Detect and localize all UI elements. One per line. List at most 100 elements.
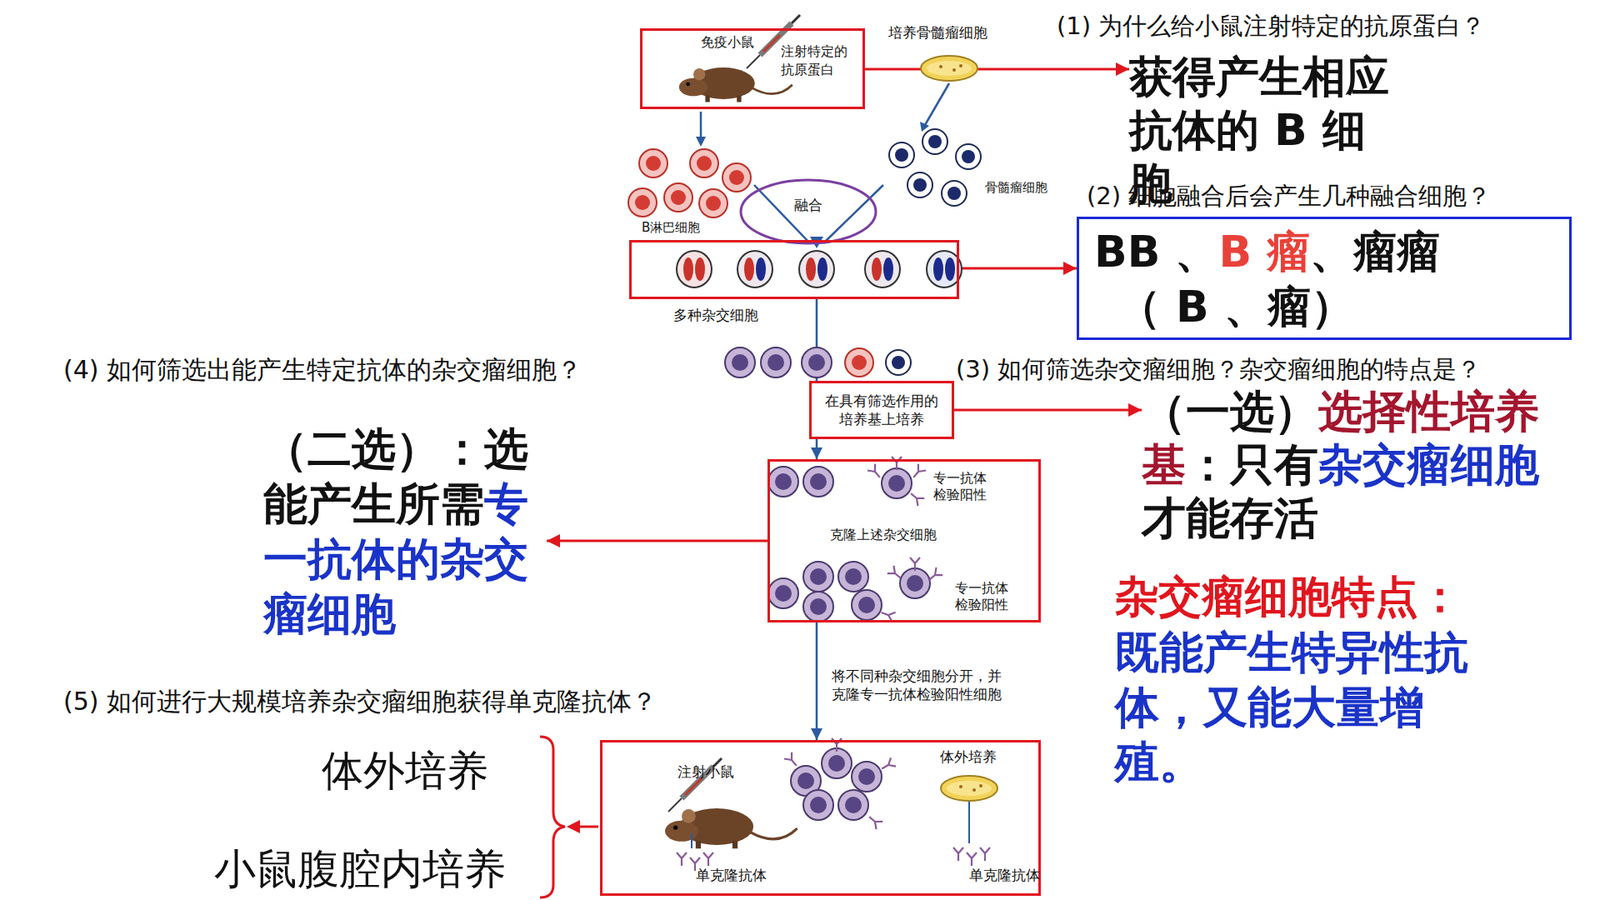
node-text: 注射小鼠	[677, 762, 761, 782]
b-cell	[639, 149, 668, 178]
fused-cell	[737, 250, 773, 288]
antibody	[910, 557, 920, 571]
fused-cell	[926, 250, 962, 288]
arrow-head	[695, 136, 706, 147]
answer-box: BB 、B 瘤、瘤瘤（ B 、瘤）	[1076, 216, 1572, 340]
step-note: 将不同种杂交细胞分开，并克隆专一抗体检验阳性细胞	[831, 666, 1011, 704]
answer-text: （二选）：选能产生所需专一抗体的杂交瘤细胞	[263, 421, 547, 643]
bracket	[540, 736, 565, 898]
antibody	[676, 852, 687, 866]
antibody	[910, 464, 926, 481]
myeloma-cell	[941, 180, 967, 206]
antibody	[966, 852, 977, 866]
antibody	[784, 752, 800, 770]
node-text: 在具有筛选作用的培养基上培养	[818, 391, 945, 429]
process-box: 多种杂交细胞	[629, 240, 960, 300]
node-text: （ B 、瘤）	[1094, 279, 1570, 335]
figure-label: B淋巴细胞	[641, 220, 700, 236]
myeloma-cell	[889, 142, 915, 168]
node-text: 单克隆抗体	[969, 865, 1070, 885]
hybrid-cell	[768, 578, 799, 609]
b-cell	[664, 183, 693, 212]
hybrid-cell	[790, 765, 821, 796]
node-text: 才能存活	[1141, 492, 1319, 544]
question-text: (4) 如何筛选出能产生特定抗体的杂交瘤细胞？	[63, 353, 582, 388]
connector-arrow	[815, 439, 819, 460]
hybrid-cell	[838, 790, 869, 820]
antibody	[879, 757, 896, 773]
antibody	[953, 847, 964, 861]
antibody	[980, 847, 990, 861]
question-text: (3) 如何筛选杂交瘤细胞？杂交瘤细胞的特点是？	[955, 353, 1481, 387]
arrow-head	[566, 820, 580, 834]
hybrid-cell	[851, 761, 882, 792]
question-text: (2) 细胞融合后会产生几种融合细胞？	[1086, 180, 1491, 214]
hybrid-cell	[851, 590, 882, 620]
hybrid-cell	[803, 591, 834, 622]
node-text: 注射特定的抗原蛋白	[780, 42, 858, 80]
myeloma-cell	[955, 144, 981, 170]
node-text: 克隆上述杂交细胞	[830, 526, 997, 545]
fused-cell	[676, 250, 712, 288]
culture-dish	[920, 55, 978, 81]
connector-arrow	[546, 540, 768, 543]
b-cell	[699, 189, 728, 218]
node-text: 单克隆抗体	[695, 865, 796, 885]
myeloma-cell	[922, 129, 948, 155]
node-text: 融合	[794, 195, 823, 215]
connector-arrow	[815, 622, 819, 740]
node-text: 杂交瘤细胞	[1318, 439, 1540, 490]
down-arrow	[968, 801, 970, 844]
hybrid-cell	[801, 347, 832, 378]
process-box: 免疫小鼠注射特定的抗原蛋白	[640, 28, 865, 110]
answer-text: 体外培养	[321, 743, 489, 800]
b-cell	[628, 188, 657, 217]
node-text: B 瘤	[1218, 226, 1310, 277]
hybrid-cell	[760, 347, 791, 378]
mouse-figure	[679, 67, 793, 102]
answer-text: （一选）选择性培养基：只有杂交瘤细胞才能存活	[1141, 385, 1559, 552]
figure-label: 培养骨髓瘤细胞	[888, 23, 988, 43]
process-box: 专一抗体检验阳性克隆上述杂交细胞专一抗体检验阳性	[767, 459, 1041, 623]
node-text: 多种杂交细胞	[673, 305, 857, 325]
mouse-figure	[665, 808, 798, 849]
answer-text: 小鼠腹腔内培养	[214, 841, 506, 898]
myeloma-cell	[885, 350, 911, 375]
ellipse-outline	[740, 180, 876, 244]
node-text: 免疫小鼠	[700, 34, 776, 52]
arrow-head	[920, 121, 930, 132]
hybrid-cell	[900, 568, 930, 599]
question-text: (5) 如何进行大规模培养杂交瘤细胞获得单克隆抗体？	[63, 685, 657, 720]
myeloma-cell	[907, 172, 933, 198]
bracket-arrow	[578, 825, 599, 829]
fusion-ellipse: 融合	[739, 178, 878, 245]
antibody	[879, 607, 895, 622]
figure-label: 骨髓瘤细胞	[985, 180, 1048, 196]
node-text: 专一抗体检验阳性	[955, 580, 1015, 614]
process-box: 在具有筛选作用的培养基上培养	[809, 380, 955, 440]
answer-heading: 杂交瘤细胞特点：	[1115, 570, 1462, 624]
hybrid-cell	[768, 466, 799, 497]
fused-cell	[799, 250, 835, 288]
b-cell	[845, 348, 874, 377]
node-text: 体外培养	[940, 747, 1024, 767]
node-text: （一选）	[1141, 385, 1319, 437]
node-text: 、瘤瘤	[1310, 226, 1440, 277]
hybrid-cell	[803, 790, 834, 820]
connector-arrow	[815, 299, 819, 381]
hybrid-cell	[803, 561, 834, 592]
antibody	[925, 567, 943, 584]
node-text: ：只有	[1185, 439, 1319, 490]
node-text: BB 、	[1094, 226, 1219, 277]
connector-arrow	[865, 68, 1130, 71]
down-arrow	[690, 833, 693, 849]
antibody	[907, 490, 925, 506]
answer-text: 既能产生特异性抗体，又能大量增殖。	[1115, 625, 1499, 790]
hybrid-cell	[725, 347, 755, 378]
antibody	[703, 852, 714, 866]
hybrid-cell	[881, 468, 912, 499]
question-text: (1) 为什么给小鼠注射特定的抗原蛋白？	[1056, 10, 1485, 44]
culture-dish	[940, 775, 998, 801]
b-cell	[722, 163, 751, 192]
